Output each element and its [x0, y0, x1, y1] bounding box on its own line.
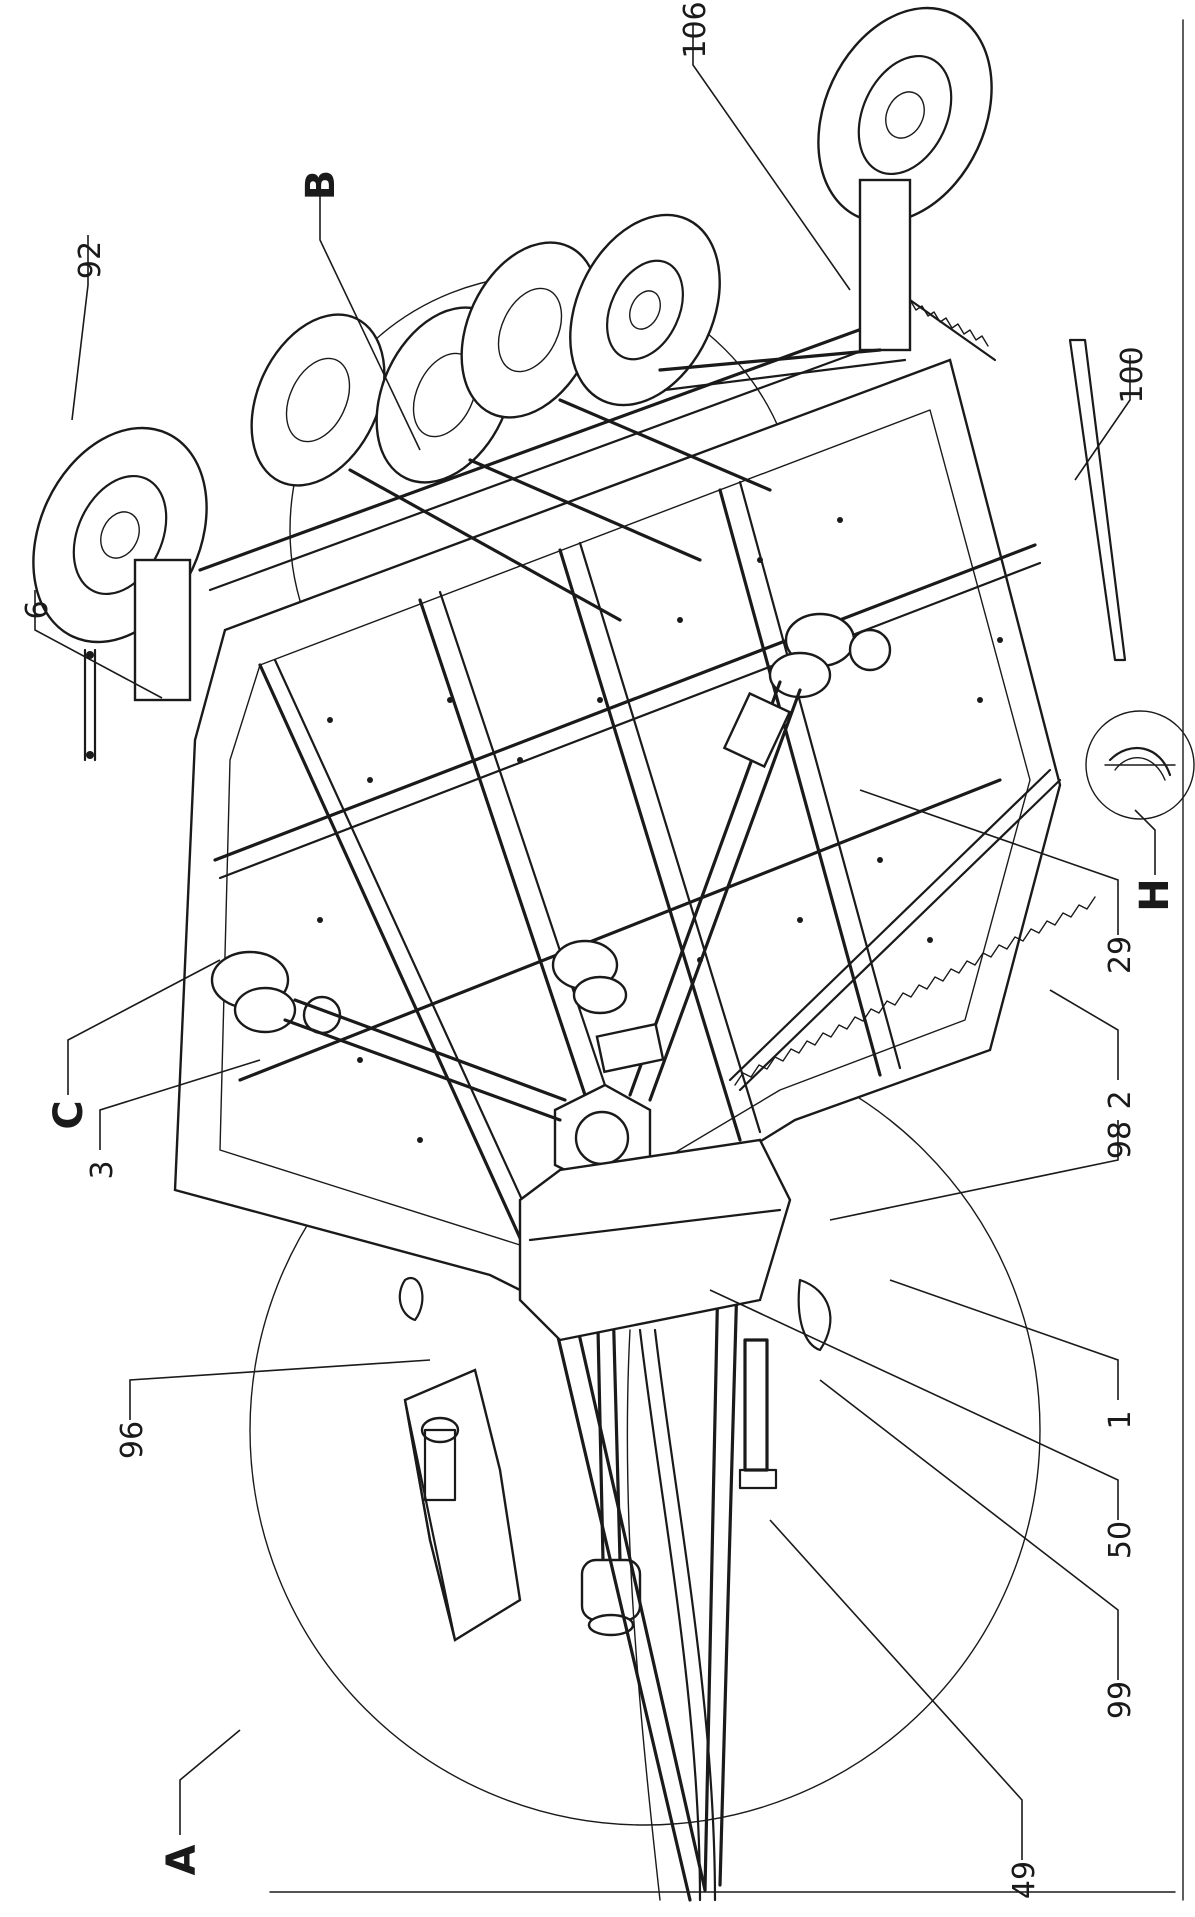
- detail-label-b: B: [298, 170, 344, 201]
- wheel-2: [250, 313, 386, 487]
- ref-label-49: 49: [1007, 1861, 1042, 1899]
- ref-label-98: 98: [1103, 1121, 1138, 1159]
- cross-beams: [213, 543, 1042, 1082]
- gearbox-middle: [551, 939, 628, 1015]
- blade-bar-part: [1068, 338, 1127, 662]
- drive-shafts: [283, 680, 802, 1122]
- ref-label-106: 106: [678, 1, 713, 58]
- detail-h-part: [1104, 746, 1176, 781]
- manual-tube-box: [403, 1368, 522, 1642]
- detail-label-h: H: [1132, 878, 1178, 911]
- ref-label-100: 100: [1115, 346, 1150, 403]
- jack-stand: [738, 1338, 778, 1490]
- ref-label-29: 29: [1103, 936, 1138, 974]
- ref-label-92: 92: [73, 241, 108, 279]
- front-chain-guard: [728, 298, 1096, 1092]
- deck-outline: [173, 358, 1062, 1292]
- detail-circle-h: [1085, 710, 1195, 820]
- wheel-106: [817, 6, 993, 352]
- ref-label-99: 99: [1103, 1681, 1138, 1719]
- detail-label-a: A: [159, 1844, 205, 1875]
- small-clip-parts: [398, 1276, 832, 1352]
- gearbox-right: [768, 612, 892, 699]
- wheel-5: [569, 213, 721, 407]
- ref-label-50: 50: [1103, 1521, 1138, 1559]
- wheel-92: [32, 426, 208, 702]
- ref-label-3: 3: [85, 1160, 120, 1179]
- hydraulic-hoses: [626, 1328, 717, 1902]
- leader-lines: [34, 25, 1156, 1860]
- ref-label-6: 6: [20, 600, 55, 619]
- hitch-tongue: [518, 1138, 792, 1902]
- wheel-4: [460, 241, 600, 419]
- loose-bracket-part: [83, 648, 97, 762]
- deck-rivets: [317, 517, 1003, 1143]
- ref-label-1: 1: [1103, 1410, 1138, 1429]
- wheel-axle-arms: [348, 348, 907, 622]
- ref-label-2: 2: [1103, 1090, 1138, 1109]
- detail-label-c: C: [46, 1100, 92, 1129]
- ref-label-96: 96: [115, 1421, 150, 1459]
